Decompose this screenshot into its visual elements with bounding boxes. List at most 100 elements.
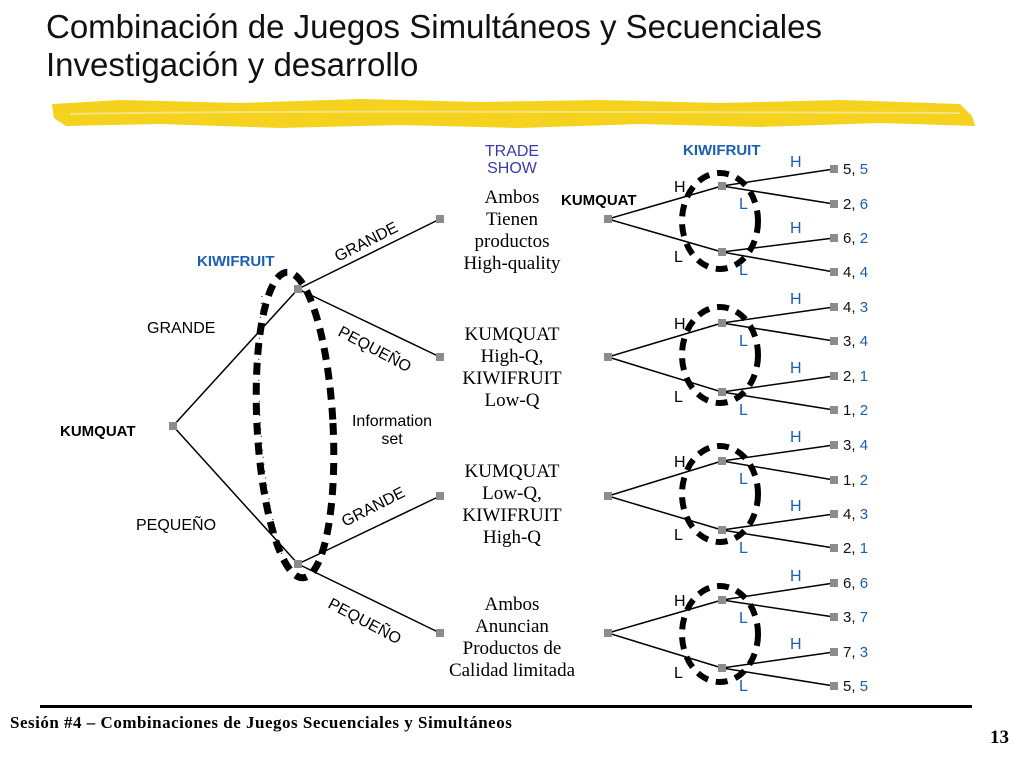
root-move-pequeno: PEQUEÑO: [136, 514, 216, 534]
page-number: 13: [990, 727, 1009, 748]
outcome-4-line-3: Productos de: [463, 638, 562, 659]
payoff-16: 5, 5: [843, 678, 868, 695]
node-kiwi-decision-2: [718, 248, 726, 256]
kiwi-move-l: L: [739, 333, 748, 350]
payoff-kumquat: 4,: [843, 264, 860, 281]
outcome-3-line-4: High-Q: [483, 527, 541, 548]
node-subgame-2: [604, 353, 612, 361]
payoff-15: 7, 3: [843, 644, 868, 661]
node-kiwi-decision-1: [718, 182, 726, 190]
outcome-4-line-4: Calidad limitada: [449, 660, 576, 681]
payoff-kumquat: 1,: [843, 402, 860, 419]
outcome-1-line-3: productos: [475, 231, 550, 252]
outcome-4-line-1: Ambos: [485, 594, 540, 615]
payoff-kumquat: 2,: [843, 540, 860, 557]
kumquat-move-l: L: [674, 249, 683, 266]
payoff-kiwifruit: 2: [860, 402, 868, 419]
kiwi-move-h: H: [790, 291, 802, 308]
trade-show-label-line-2: SHOW: [487, 160, 538, 177]
title-line-2: Investigación y desarrollo: [46, 46, 419, 83]
payoff-kumquat: 4,: [843, 506, 860, 523]
footer-rule: [40, 705, 972, 708]
subgame-kumquat-label: KUMQUAT: [561, 192, 637, 209]
payoff-kumquat: 6,: [843, 575, 860, 592]
payoff-6: 3, 4: [843, 333, 868, 350]
payoff-kiwifruit: 2: [860, 472, 868, 489]
outcome-2-line-3: KIWIFRUIT: [462, 368, 562, 389]
kumquat-move-h: H: [674, 454, 686, 471]
leaf-node-4: [830, 268, 838, 276]
bottom-branch-grande: GRANDE: [339, 484, 408, 530]
kiwi-move-l: L: [739, 540, 748, 557]
subgame-kiwifruit-header: KIWIFRUIT: [683, 142, 760, 159]
node-outcome-3: [436, 492, 444, 500]
node-kiwi-decision-5: [718, 457, 726, 465]
payoff-kiwifruit: 5: [860, 678, 868, 695]
information-set-label-line-2: set: [381, 431, 403, 448]
top-branch-pequeno: PEQUEÑO: [335, 321, 415, 376]
top-branch-grande: GRANDE: [332, 219, 401, 265]
outcome-3-line-1: KUMQUAT: [465, 461, 560, 482]
payoff-kumquat: 4,: [843, 299, 860, 316]
leaf-node-11: [830, 510, 838, 518]
leaf-node-7: [830, 372, 838, 380]
payoff-kiwifruit: 2: [860, 230, 868, 247]
payoff-kiwifruit: 1: [860, 368, 868, 385]
payoff-kiwifruit: 5: [860, 161, 868, 178]
outcome-3-line-3: KIWIFRUIT: [462, 505, 562, 526]
node-subgame-4: [604, 629, 612, 637]
leaf-node-13: [830, 579, 838, 587]
payoff-kumquat: 6,: [843, 230, 860, 247]
payoff-kiwifruit: 3: [860, 506, 868, 523]
payoff-kiwifruit: 7: [860, 609, 868, 626]
node-kiwi-decision-7: [718, 596, 726, 604]
node-outcome-4: [436, 629, 444, 637]
payoff-kumquat: 7,: [843, 644, 860, 661]
kiwi-move-l: L: [739, 610, 748, 627]
information-set-oval-main: [252, 268, 338, 582]
payoff-12: 2, 1: [843, 540, 868, 557]
payoff-3: 6, 2: [843, 230, 868, 247]
kiwi-move-h: H: [790, 568, 802, 585]
node-markers: [169, 215, 612, 637]
outcome-3-line-2: Low-Q,: [482, 483, 542, 504]
outcome-2-line-2: High-Q,: [481, 346, 544, 367]
title-highlight-streak: [69, 110, 961, 115]
information-set-oval-sub-4: [679, 583, 761, 685]
kiwi-move-l: L: [739, 402, 748, 419]
leaf-node-9: [830, 441, 838, 449]
node-kiwi-decision-4: [718, 388, 726, 396]
outcome-2-line-4: Low-Q: [485, 390, 540, 411]
node-root: [169, 422, 177, 430]
outcome-1-line-4: High-quality: [463, 253, 561, 274]
node-subgame-3: [604, 492, 612, 500]
payoff-7: 2, 1: [843, 368, 868, 385]
leaf-node-2: [830, 200, 838, 208]
payoff-4: 4, 4: [843, 264, 868, 281]
kumquat-move-h: H: [674, 316, 686, 333]
payoff-kumquat: 5,: [843, 161, 860, 178]
payoff-kiwifruit: 3: [860, 644, 868, 661]
information-set-inner-dots: [258, 295, 283, 556]
slide-title: Combinación de Juegos Simultáneos y Secu…: [46, 8, 822, 84]
payoff-1: 5, 5: [843, 161, 868, 178]
title-highlight-stroke: [52, 99, 975, 128]
payoff-kiwifruit: 4: [860, 333, 868, 350]
leaf-node-5: [830, 303, 838, 311]
outcome-1-line-1: Ambos: [485, 187, 540, 208]
kiwi-move-h: H: [790, 220, 802, 237]
kiwi-move-h: H: [790, 636, 802, 653]
kiwi-move-h: H: [790, 360, 802, 377]
information-set-oval-sub-2: [679, 304, 761, 406]
kumquat-move-l: L: [674, 527, 683, 544]
node-kiwi-bottom: [294, 560, 302, 568]
outcome-2-line-1: KUMQUAT: [465, 324, 560, 345]
payoff-kiwifruit: 6: [860, 196, 868, 213]
payoff-kumquat: 2,: [843, 368, 860, 385]
node-subgame-1: [604, 215, 612, 223]
leaf-node-10: [830, 476, 838, 484]
payoff-kiwifruit: 4: [860, 264, 868, 281]
information-set-label-line-1: Information: [352, 413, 432, 430]
payoff-kiwifruit: 3: [860, 299, 868, 316]
